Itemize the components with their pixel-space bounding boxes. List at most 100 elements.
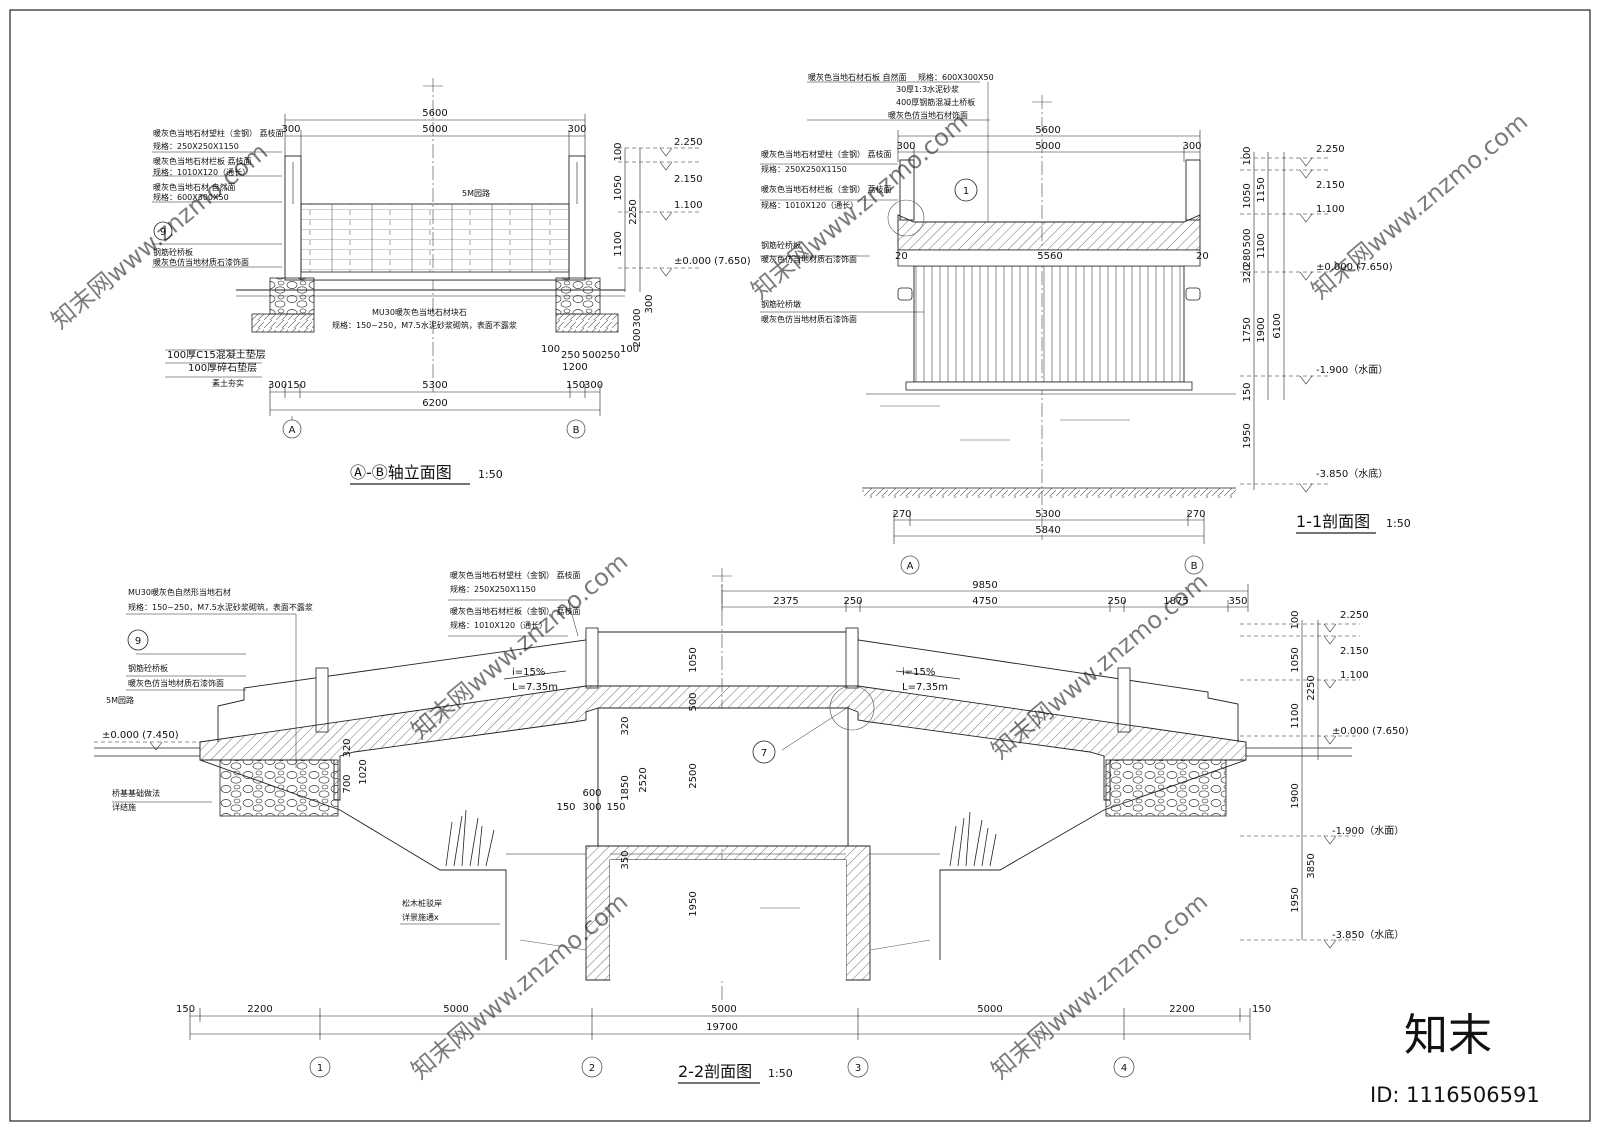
s11-label-deck: 暖灰色当地石材石板 自然面 xyxy=(808,72,907,82)
ab-label-gravel: 100厚碎石垫层 xyxy=(188,361,257,374)
s11-label-rail-size: 规格：1010X120（通长） xyxy=(761,200,858,210)
s22-lv1: 2.250 xyxy=(1340,610,1369,621)
s22-t1: 9850 xyxy=(972,580,997,591)
ab-label-deck: 暖灰色当地石材 自然面 xyxy=(153,182,236,192)
ab-label-conc: 100厚C15混凝土垫层 xyxy=(167,348,266,361)
ab-bot-2: 150 xyxy=(287,380,306,391)
s22-t5: 250 xyxy=(1107,596,1126,607)
ab-dim-r4: 1100 xyxy=(613,231,624,256)
s11-r5: 280 xyxy=(1242,248,1253,267)
ab-detail-tag: 9 xyxy=(160,227,166,238)
s22-lv-left: ±0.000 (7.450) xyxy=(102,730,179,741)
s11-r4: 500 xyxy=(1242,228,1253,247)
ab-title: Ⓐ-Ⓑ轴立面图 xyxy=(350,463,452,482)
s11-r1: 100 xyxy=(1242,146,1253,165)
s11-dim-l: 300 xyxy=(896,141,915,152)
s22-slope-l-i: i=15% xyxy=(512,667,545,678)
elevation-ab: 5600 300 5000 300 1 xyxy=(152,78,751,485)
sheet-border xyxy=(9,9,1591,1122)
s11-axis-b: B xyxy=(1191,561,1198,572)
ab-label-rail: 暖灰色当地石材栏板 荔枝面 xyxy=(153,156,252,166)
s22-b7: 150 xyxy=(1252,1004,1271,1015)
s11-dim-m: 5000 xyxy=(1035,141,1060,152)
section-11: 5600 300 5000 300 20 5560 20 xyxy=(760,72,1411,575)
ab-dim-right: 300 xyxy=(567,124,586,135)
s11-r10: 6100 xyxy=(1272,313,1283,338)
s22-lv2: 2.150 xyxy=(1340,646,1369,657)
s22-label-found: 桥基基础做法 xyxy=(112,788,160,798)
s11-dim-total: 5600 xyxy=(1035,125,1060,136)
s11-r6: 320 xyxy=(1242,264,1253,283)
s22-i2: 1020 xyxy=(358,759,369,784)
s22-b2: 2200 xyxy=(247,1004,272,1015)
ab-label-path: 5M园路 xyxy=(462,188,490,198)
ab-foot-4: 250 xyxy=(601,350,620,361)
s22-t3: 250 xyxy=(843,596,862,607)
s11-r3: 1150 xyxy=(1256,177,1267,202)
s11-lv3: 1.100 xyxy=(1316,204,1345,215)
ab-label-rail-size: 规格：1010X120（通长） xyxy=(153,167,250,177)
s11-title: 1-1剖面图 xyxy=(1296,512,1370,531)
s11-r12: 1950 xyxy=(1242,423,1253,448)
s11-b3: 270 xyxy=(1186,509,1205,520)
ab-foot-1: 100 xyxy=(541,344,560,355)
ab-dim-r3: 2250 xyxy=(628,199,639,224)
ab-dim-mid: 5000 xyxy=(422,124,447,135)
ab-bot-1: 300 xyxy=(268,380,287,391)
ab-axis-b: B xyxy=(573,425,580,436)
s11-mid-3: 20 xyxy=(1196,251,1209,262)
s22-i7: 150 xyxy=(606,802,625,813)
s22-r6: 3850 xyxy=(1306,853,1317,878)
ab-foot-6: 1200 xyxy=(562,362,587,373)
ab-foot-2: 250 xyxy=(561,350,580,361)
watermark-7: 知末网www.znzmo.com xyxy=(986,888,1213,1085)
s22-detail-b: 7 xyxy=(761,748,767,759)
ab-label-post: 暖灰色当地石材望柱（金钢） 荔枝面 xyxy=(153,128,284,138)
s11-axis-a: A xyxy=(907,561,914,572)
s11-lv2: 2.150 xyxy=(1316,180,1345,191)
s11-label-mortar: 30厚1:3水泥砂浆 xyxy=(896,84,959,94)
s11-lv1: 2.250 xyxy=(1316,144,1345,155)
s11-r2: 1050 xyxy=(1242,183,1253,208)
s22-i6: 300 xyxy=(582,802,601,813)
s22-b8: 19700 xyxy=(706,1022,738,1033)
s11-r8: 1750 xyxy=(1242,317,1253,342)
s11-label-beam: 钢筋砼桥板 xyxy=(761,240,801,250)
s22-detail-a: 9 xyxy=(135,636,141,647)
s22-t2: 2375 xyxy=(773,596,798,607)
ab-bot-4: 150 xyxy=(566,380,585,391)
s22-title: 2-2剖面图 xyxy=(678,1062,752,1081)
s22-label-beam: 钢筋砼桥板 xyxy=(128,663,168,673)
ab-label-soil: 素土夯实 xyxy=(212,378,244,388)
s22-label-path: 5M园路 xyxy=(106,695,134,705)
s11-detail-tag: 1 xyxy=(963,186,969,197)
s11-r7: 1100 xyxy=(1256,233,1267,258)
s11-label-finish-top: 暖灰色仿当地石材饰面 xyxy=(888,110,968,120)
s11-label-post: 暖灰色当地石材望柱（金钢） 荔枝面 xyxy=(761,149,892,159)
s22-i3: 700 xyxy=(342,774,353,793)
ab-label-stone-spec: 规格：150~250，M7.5水泥砂浆砌筑，表面不露浆 xyxy=(332,320,517,330)
ab-level-2: 2.150 xyxy=(674,174,703,185)
s22-b4: 5000 xyxy=(711,1004,736,1015)
watermark-6: 知末网www.znzmo.com xyxy=(406,888,633,1085)
s22-lv6: -3.850（水底） xyxy=(1332,928,1404,941)
ab-label-deck-size: 规格：600X300X50 xyxy=(153,192,229,202)
s22-i1: 320 xyxy=(342,738,353,757)
s22-b5: 5000 xyxy=(977,1004,1002,1015)
ab-label-beam: 钢筋砼桥板 xyxy=(153,247,193,257)
s22-lv3: 1.100 xyxy=(1340,670,1369,681)
ab-foot-8: 200 xyxy=(632,328,643,347)
s22-slope-r-i: i=15% xyxy=(902,667,935,678)
s22-i10: 2520 xyxy=(638,767,649,792)
ab-bot-6: 6200 xyxy=(422,398,447,409)
s22-label-rail: 暖灰色当地石材栏板（金钢） 荔枝面 xyxy=(450,606,581,616)
s22-axis-4: 4 xyxy=(1121,1063,1127,1074)
s22-t7: 350 xyxy=(1228,596,1247,607)
ab-level-3: 1.100 xyxy=(674,200,703,211)
s22-label-post-size: 规格：250X250X1150 xyxy=(450,584,536,594)
s22-label-pile: 松木桩驳岸 xyxy=(402,898,442,908)
ab-dim-r1: 100 xyxy=(613,142,624,161)
s22-label-finish: 暖灰色仿当地材质石漆饰面 xyxy=(128,678,224,688)
s22-axis-3: 3 xyxy=(855,1063,861,1074)
s22-i4: 600 xyxy=(582,788,601,799)
